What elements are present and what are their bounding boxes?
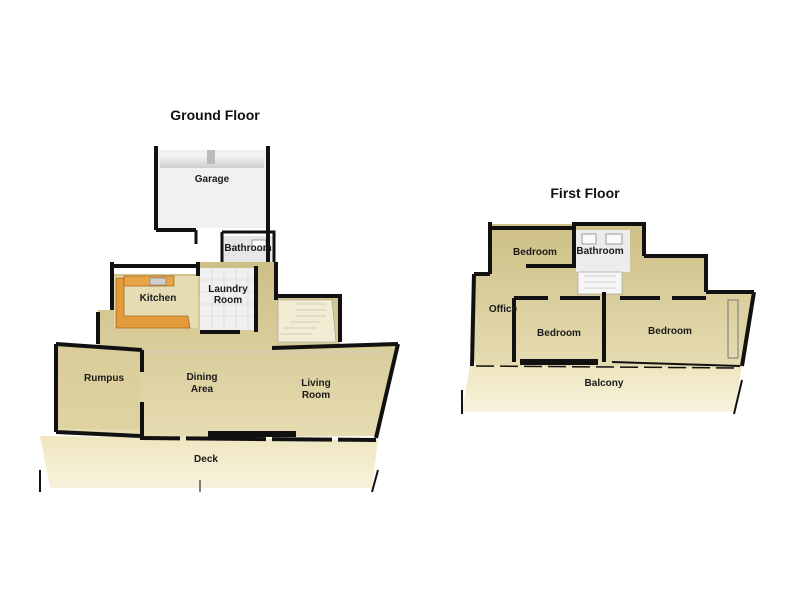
first-floor-walls	[470, 222, 756, 367]
label-ground-bathroom: Bathroom	[224, 243, 271, 254]
label-laundry-1: Laundry	[208, 284, 248, 295]
label-deck: Deck	[194, 454, 218, 465]
label-office: Office	[489, 304, 518, 315]
label-first-bathroom: Bathroom	[576, 246, 623, 257]
label-first-bedroom-mid: Bedroom	[537, 328, 581, 339]
ground-floor-title: Ground Floor	[170, 107, 260, 123]
label-first-bedroom-right: Bedroom	[648, 326, 692, 337]
label-rumpus: Rumpus	[84, 373, 124, 384]
label-laundry-2: Room	[214, 295, 242, 306]
label-first-bedroom-top: Bedroom	[513, 247, 557, 258]
label-living-1: Living	[301, 378, 330, 389]
kitchen-counter-top	[123, 275, 175, 287]
first-floor-title: First Floor	[550, 185, 620, 201]
label-dining-1: Dining	[186, 372, 217, 383]
label-dining-2: Area	[191, 384, 214, 395]
ground-stair	[277, 299, 337, 343]
first-floor-body	[470, 224, 754, 368]
laundry-floor	[200, 268, 256, 330]
ground-floor: Ground Floor	[39, 107, 400, 493]
first-floor: First Floor	[461, 185, 756, 415]
label-garage: Garage	[195, 174, 230, 185]
balcony-area	[462, 366, 742, 412]
label-kitchen: Kitchen	[140, 293, 177, 304]
label-living-2: Room	[302, 390, 330, 401]
garage-floor	[156, 150, 268, 228]
deck-area	[40, 436, 378, 488]
ground-floor-walls	[54, 262, 400, 442]
label-balcony: Balcony	[585, 378, 624, 389]
